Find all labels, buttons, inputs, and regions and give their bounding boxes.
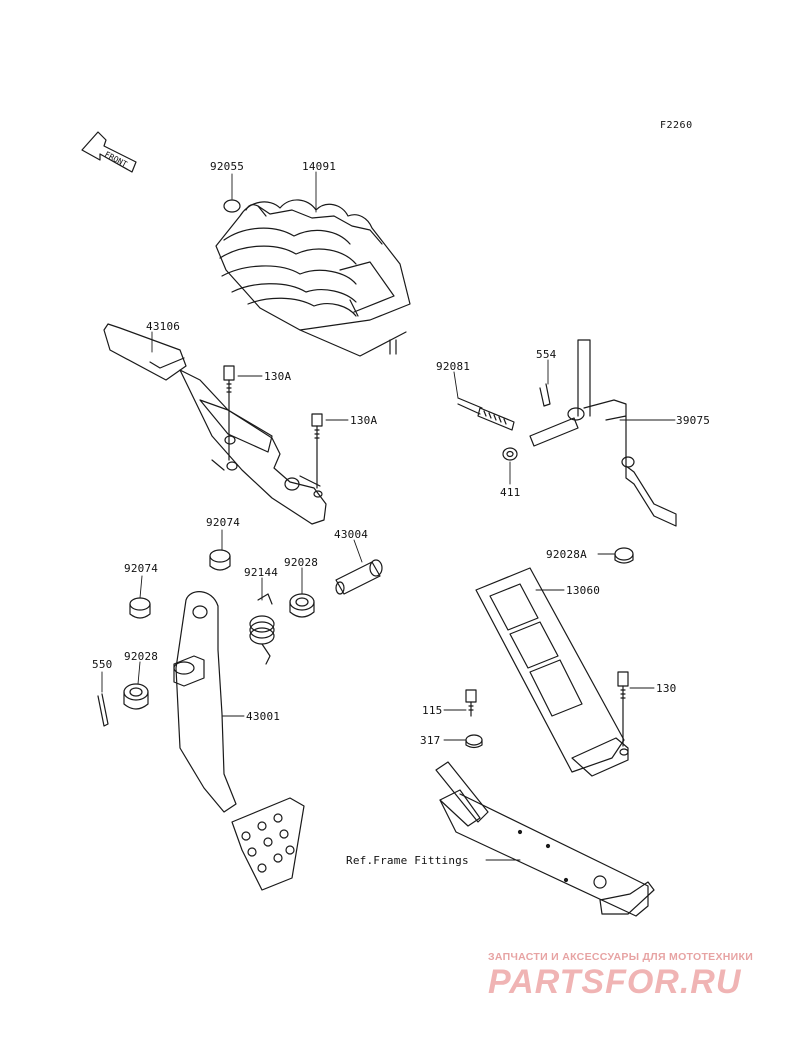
cotter-pin-554 [539, 383, 551, 407]
cap-92074-upper [209, 549, 231, 571]
frame-fittings [435, 761, 655, 917]
label-43001: 43001 [246, 710, 281, 723]
label-317: 317 [420, 734, 441, 747]
label-130a-upper: 130A [264, 370, 292, 383]
bolt-130a-upper [223, 365, 235, 461]
label-92144: 92144 [244, 566, 279, 579]
bushing-92028-lower [123, 683, 149, 710]
label-39075: 39075 [676, 414, 711, 427]
label-115: 115 [422, 704, 443, 717]
figure-code: F2260 [660, 120, 693, 131]
label-550: 550 [92, 658, 113, 671]
nut-317 [465, 734, 483, 749]
label-411: 411 [500, 486, 521, 499]
leader-lines [101, 171, 676, 861]
label-554: 554 [536, 348, 557, 361]
collar-92028a [614, 547, 634, 564]
label-92074-left: 92074 [124, 562, 159, 575]
boot-14091 [215, 199, 411, 357]
brake-pedal-43001 [173, 591, 305, 891]
label-130: 130 [656, 682, 677, 695]
pin-43004 [335, 559, 383, 595]
cap-92074-left [129, 597, 151, 619]
watermark-brand: PARTSFOR.RU [488, 963, 742, 1001]
bolt-130a-lower [311, 413, 323, 489]
front-arrow-icon: FRONT [81, 131, 137, 173]
label-92028-upper: 92028 [284, 556, 319, 569]
label-92028-lower: 92028 [124, 650, 159, 663]
label-13060: 13060 [566, 584, 601, 597]
label-92081: 92081 [436, 360, 471, 373]
label-130a-lower: 130A [350, 414, 378, 427]
spring-92144 [249, 593, 275, 665]
watermark-tagline: ЗАПЧАСТИ И АКСЕССУАРЫ ДЛЯ МОТОТЕХНИКИ [488, 951, 754, 963]
pin-92081 [457, 397, 515, 431]
label-92074-upper: 92074 [206, 516, 241, 529]
label-ref-frame-fittings: Ref.Frame Fittings [346, 854, 469, 867]
label-14091: 14091 [302, 160, 337, 173]
bushing-92028-upper [289, 593, 315, 618]
pedal-13060 [475, 567, 629, 777]
brake-lever-43106 [103, 323, 327, 525]
label-43004: 43004 [334, 528, 369, 541]
label-92055: 92055 [210, 160, 245, 173]
rod-39075 [529, 339, 677, 527]
label-92028a: 92028A [546, 548, 587, 561]
washer-411 [502, 447, 518, 461]
o-ring-92055 [223, 199, 241, 213]
bolt-130 [617, 671, 629, 747]
label-43106: 43106 [146, 320, 181, 333]
bolt-115 [465, 689, 477, 717]
cotter-pin-550 [97, 693, 109, 727]
